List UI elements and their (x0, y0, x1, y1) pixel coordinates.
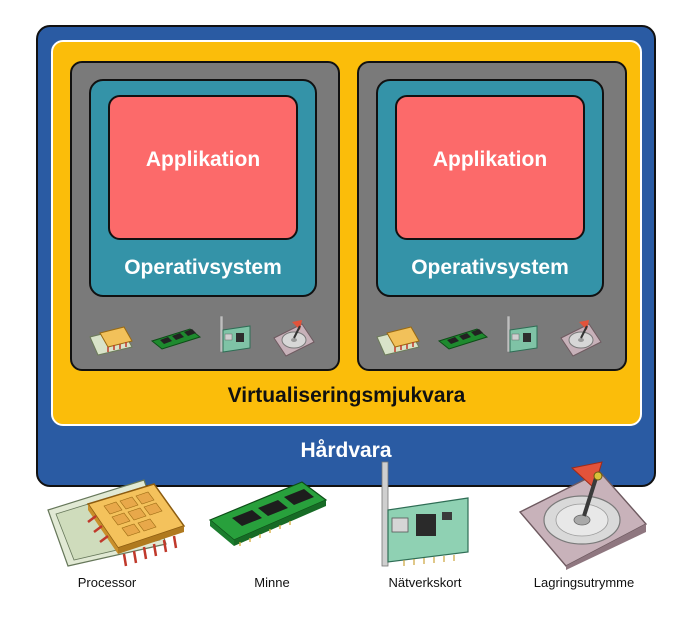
storage-icon (273, 320, 315, 357)
network-card-icon (506, 315, 538, 353)
storage-icon (518, 461, 648, 570)
app-box-2 (395, 95, 585, 240)
storage-icon (560, 320, 602, 357)
hardware-label: Hårdvara (300, 439, 392, 462)
app-box-1 (108, 95, 298, 240)
network-card-icon (381, 461, 469, 567)
memory-icon (208, 481, 328, 546)
processor-icon (376, 326, 420, 356)
caption-storage: Lagringsutrymme (533, 575, 635, 590)
memory-icon (437, 328, 489, 350)
processor-icon (47, 479, 186, 567)
caption-memory: Minne (254, 575, 290, 590)
caption-processor: Processor (77, 575, 137, 590)
processor-icon (89, 326, 133, 356)
os-label-2: Operativsystem (411, 256, 569, 279)
os-label-1: Operativsystem (124, 256, 282, 279)
memory-icon (150, 328, 202, 350)
virtualization-label: Virtualiseringsmjukvara (227, 384, 466, 407)
app-label-1: Applikation (145, 148, 261, 171)
network-card-icon (219, 315, 251, 353)
app-label-2: Applikation (432, 148, 548, 171)
caption-network-card: Nätverkskort (388, 575, 462, 590)
